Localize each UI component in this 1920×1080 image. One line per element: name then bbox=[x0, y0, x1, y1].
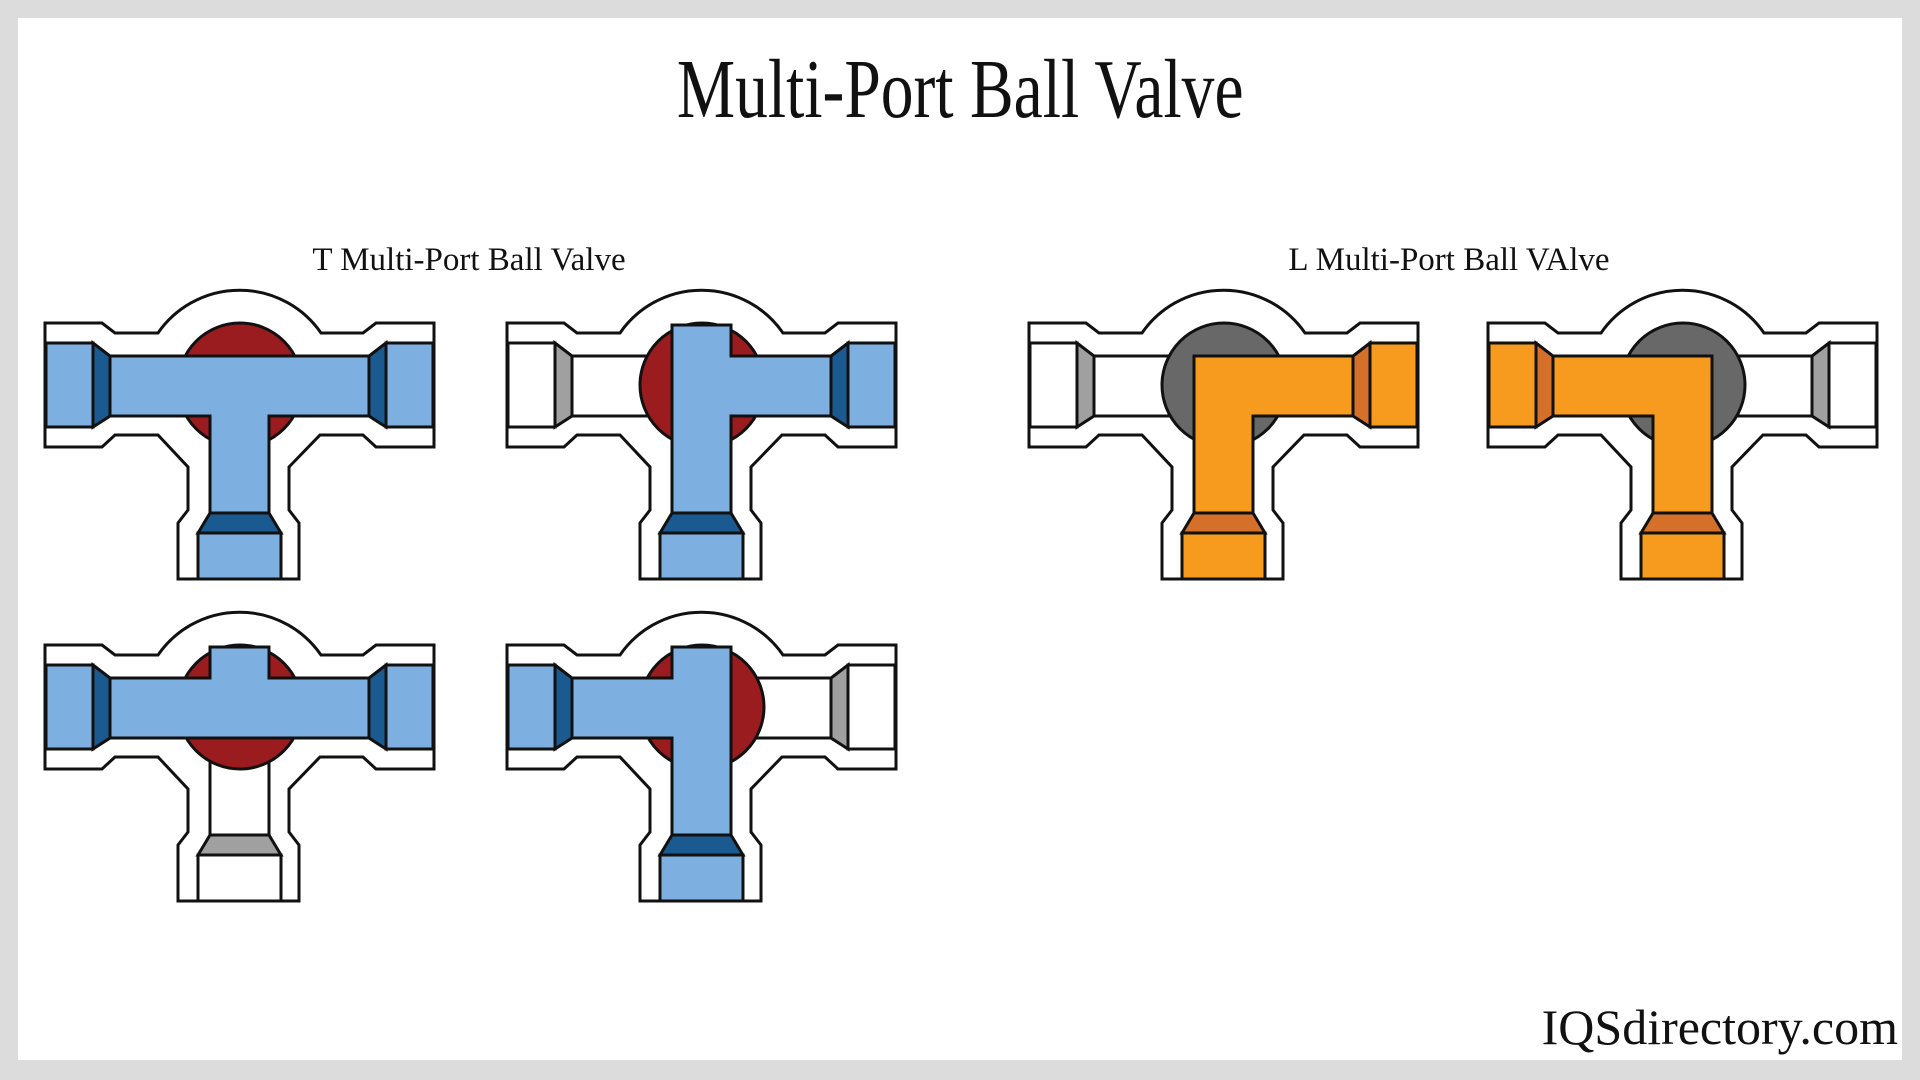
right-seat bbox=[829, 661, 850, 752]
right-seat bbox=[1810, 339, 1831, 430]
fluid-flow-path bbox=[670, 323, 833, 515]
bottom-seat bbox=[1638, 511, 1727, 535]
right-port bbox=[846, 341, 897, 429]
right-port bbox=[384, 341, 435, 429]
left-port bbox=[506, 663, 557, 751]
valve-t-4 bbox=[505, 610, 898, 903]
bottom-port bbox=[658, 531, 745, 581]
right-seat bbox=[367, 339, 388, 430]
left-seat bbox=[553, 339, 574, 430]
bottom-seat bbox=[657, 833, 746, 857]
left-port bbox=[1487, 341, 1538, 429]
diagram-title: Multi-Port Ball Valve bbox=[0, 48, 1920, 132]
fluid-flow-path bbox=[108, 354, 371, 515]
t-valve-section-label: T Multi-Port Ball Valve bbox=[312, 242, 626, 278]
fluid-flow-path bbox=[1551, 354, 1714, 515]
fluid-flow-path bbox=[1192, 354, 1355, 515]
right-port bbox=[1827, 341, 1878, 429]
right-seat bbox=[367, 661, 388, 752]
bottom-seat bbox=[1179, 511, 1268, 535]
left-seat bbox=[553, 661, 574, 752]
bottom-port bbox=[1639, 531, 1726, 581]
right-seat bbox=[1351, 339, 1372, 430]
left-port bbox=[506, 341, 557, 429]
diagram-canvas bbox=[18, 18, 1902, 1060]
right-port bbox=[384, 663, 435, 751]
fluid-flow-path bbox=[570, 645, 733, 837]
bottom-port bbox=[658, 853, 745, 903]
left-port bbox=[44, 663, 95, 751]
valve-t-2 bbox=[505, 288, 898, 581]
bottom-seat bbox=[657, 511, 746, 535]
bottom-seat bbox=[195, 833, 284, 857]
iqs-directory-logo: IQSdirectory.com bbox=[1541, 999, 1898, 1055]
left-seat bbox=[91, 339, 112, 430]
l-valve-section-label: L Multi-Port Ball VAlve bbox=[1288, 242, 1610, 278]
bottom-port bbox=[1180, 531, 1267, 581]
left-port bbox=[1028, 341, 1079, 429]
valve-t-3 bbox=[43, 610, 436, 903]
bottom-port bbox=[196, 853, 283, 903]
left-seat bbox=[91, 661, 112, 752]
valve-l-5 bbox=[1027, 288, 1420, 581]
left-port bbox=[44, 341, 95, 429]
bottom-seat bbox=[195, 511, 284, 535]
title-text: Multi-Port Ball Valve bbox=[676, 43, 1244, 136]
fluid-flow-path bbox=[108, 645, 371, 740]
right-port bbox=[1368, 341, 1419, 429]
left-seat bbox=[1534, 339, 1555, 430]
left-seat bbox=[1075, 339, 1096, 430]
valve-l-6 bbox=[1486, 288, 1879, 581]
valve-t-1 bbox=[43, 288, 436, 581]
right-port bbox=[846, 663, 897, 751]
bottom-port bbox=[196, 531, 283, 581]
right-seat bbox=[829, 339, 850, 430]
